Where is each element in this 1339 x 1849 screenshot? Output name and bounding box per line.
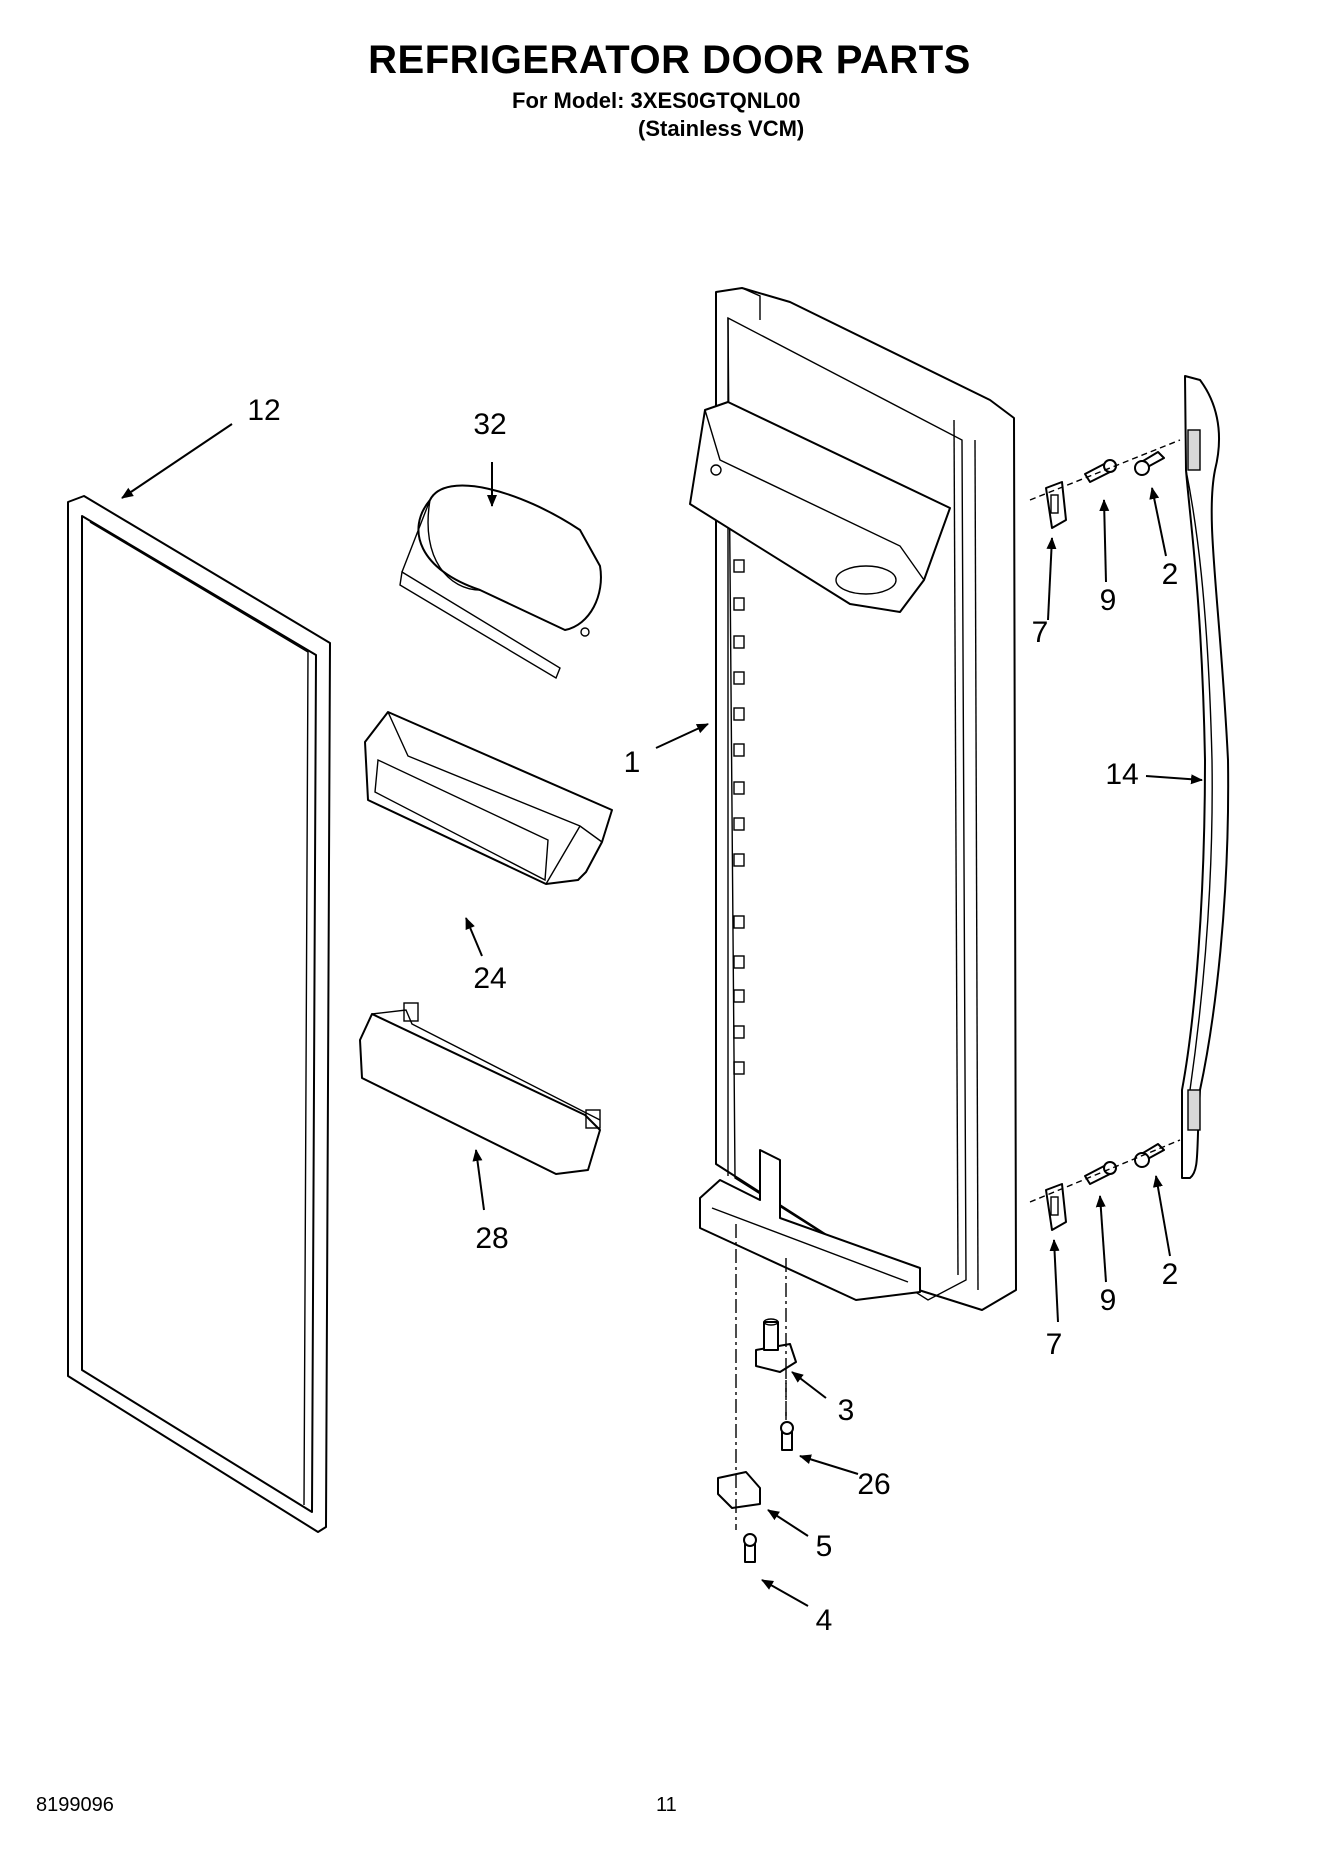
upper-handle-clip — [1045, 481, 1067, 529]
shelf-rail — [359, 1002, 601, 1175]
door-gasket — [67, 495, 331, 1533]
upper-handle-screw — [1084, 459, 1117, 483]
door-assembly — [689, 287, 1017, 1311]
upper-mount-screw — [1134, 451, 1165, 476]
hinge-block — [717, 1471, 761, 1509]
hinge-screw — [780, 1421, 794, 1451]
door-handle — [1181, 375, 1230, 1179]
leader-arrows — [121, 423, 1203, 1607]
page-number: 11 — [656, 1794, 677, 1816]
callout-7-upper: 7 — [1032, 616, 1049, 649]
callout-9-lower: 9 — [1100, 1284, 1117, 1317]
callout-4: 4 — [816, 1604, 833, 1637]
door-bin — [364, 711, 613, 885]
lower-mount-screw — [1134, 1143, 1165, 1168]
callout-12: 12 — [247, 394, 280, 427]
lower-handle-screw — [1084, 1161, 1117, 1185]
callout-14: 14 — [1105, 758, 1138, 791]
hinge-block-screw — [743, 1533, 757, 1563]
callout-1: 1 — [624, 746, 641, 779]
callout-28: 28 — [475, 1222, 508, 1255]
callout-9-upper: 9 — [1100, 584, 1117, 617]
document-number: 8199096 — [36, 1794, 114, 1816]
hinge-bracket — [755, 1318, 797, 1373]
callout-26: 26 — [857, 1468, 890, 1501]
model-line: For Model: 3XES0GTQNL00 — [512, 88, 801, 113]
finish-line: (Stainless VCM) — [638, 116, 805, 141]
callout-3: 3 — [838, 1394, 855, 1427]
lower-handle-clip — [1045, 1183, 1067, 1231]
callout-7-lower: 7 — [1046, 1328, 1063, 1361]
callout-32: 32 — [473, 408, 506, 441]
page-title: REFRIGERATOR DOOR PARTS — [368, 38, 971, 82]
callout-5: 5 — [816, 1530, 833, 1563]
callout-2-upper: 2 — [1162, 558, 1179, 591]
callout-24: 24 — [473, 962, 506, 995]
dairy-door — [399, 484, 602, 680]
callout-2-lower: 2 — [1162, 1258, 1179, 1291]
